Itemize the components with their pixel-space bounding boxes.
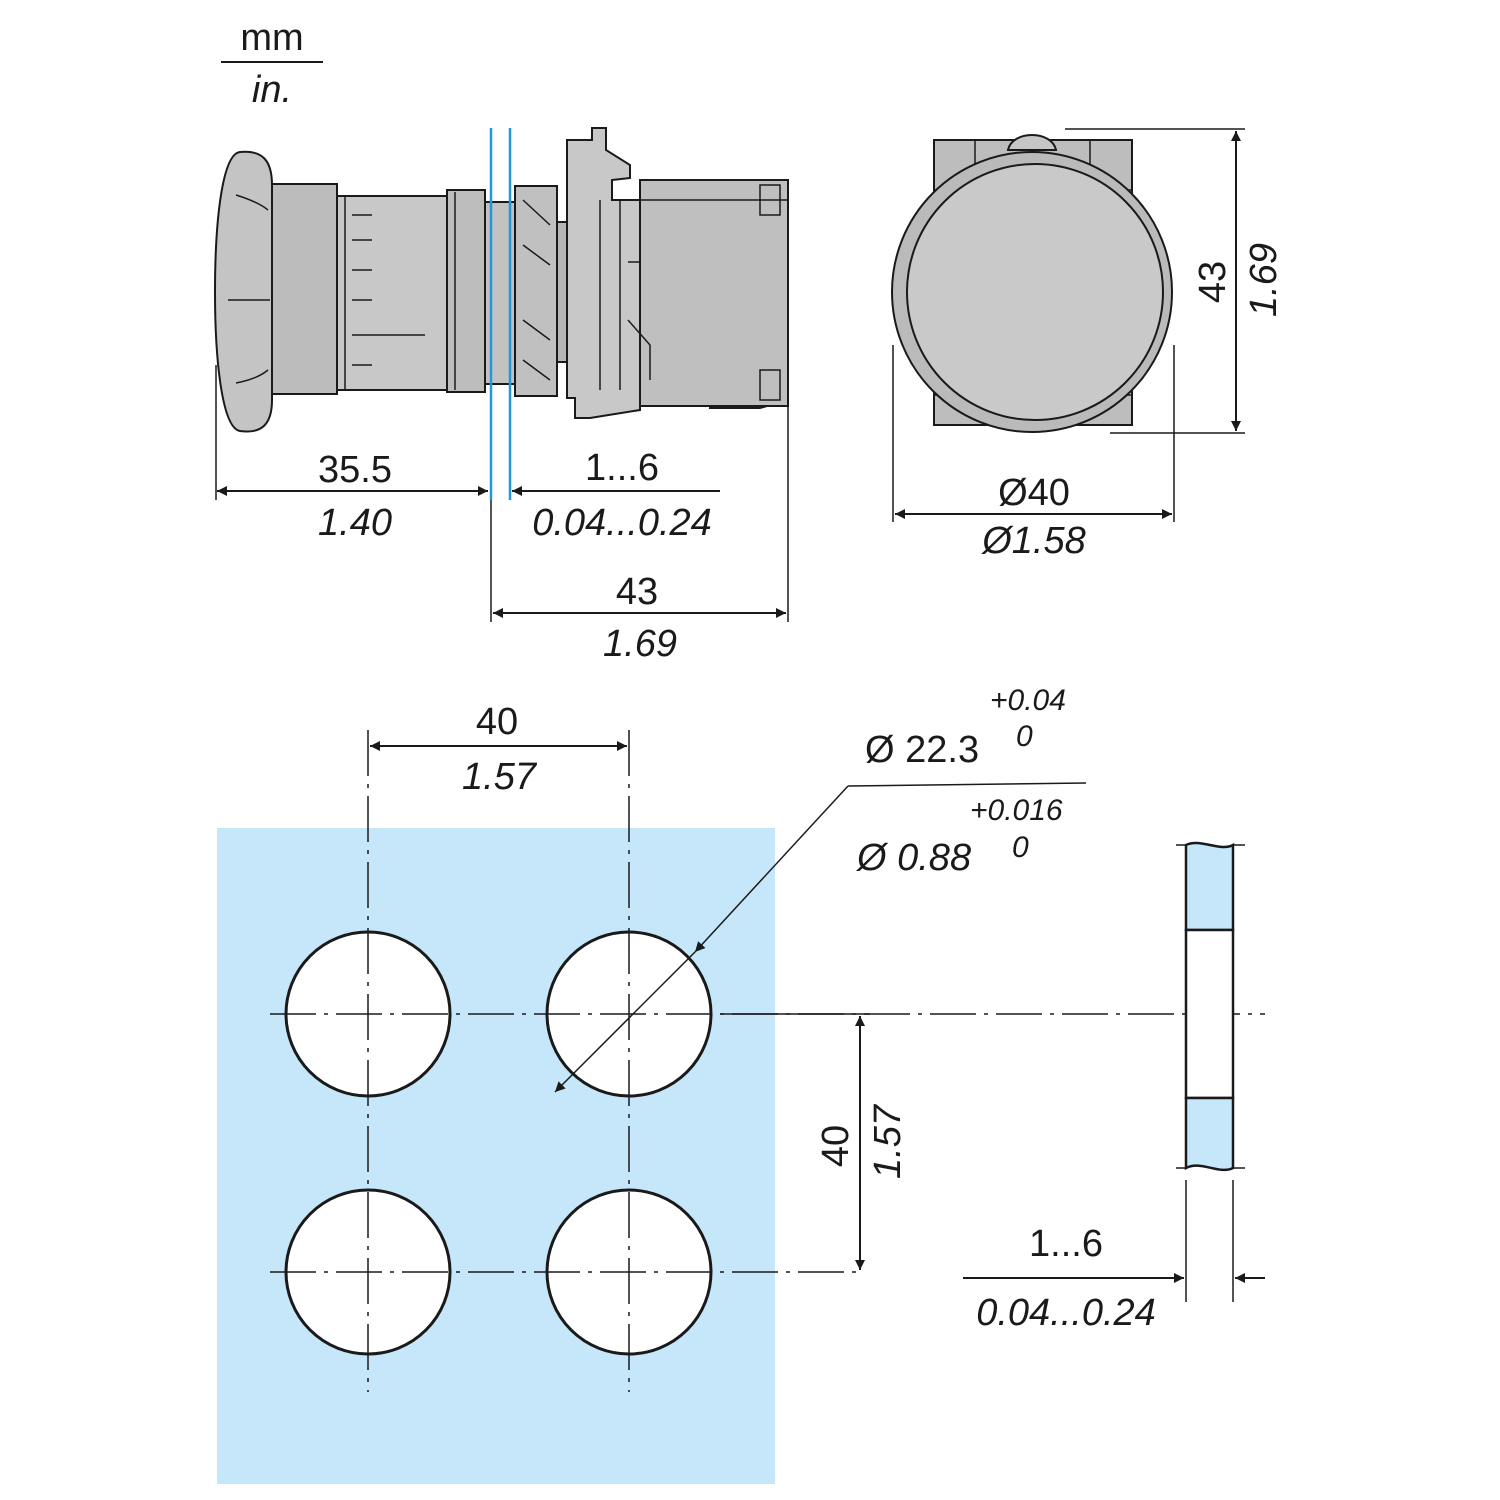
rear-depth-mm: 43 xyxy=(616,571,658,613)
vertical-spacing-mm: 40 xyxy=(815,1125,857,1167)
front-view xyxy=(891,134,1173,433)
panel-thickness-mm: 1...6 xyxy=(585,447,659,489)
cutout-dimensions: 40 1.57 40 1.57 Ø 22.3 +0.04 0 Ø 0.88 +0… xyxy=(370,684,1087,1270)
side-view-dimensions: 35.5 1.40 1...6 0.04...0.24 43 1.69 xyxy=(215,365,789,665)
section-thickness-mm: 1...6 xyxy=(1029,1223,1103,1265)
head-inner xyxy=(906,163,1164,421)
overall-depth-mm: 35.5 xyxy=(318,449,392,491)
hole-tol-mm-upper: +0.04 xyxy=(990,684,1066,717)
hole-diameter-mm: Ø 22.3 xyxy=(865,729,979,771)
hole-tol-mm-lower: 0 xyxy=(1016,720,1033,753)
panel-section-hole xyxy=(1184,928,1235,1100)
head-collar xyxy=(271,183,338,395)
panel-section-view: 1...6 0.04...0.24 xyxy=(963,841,1265,1334)
threaded-body xyxy=(336,195,448,391)
panel-section-top xyxy=(1184,841,1235,932)
unit-mm-label: mm xyxy=(240,17,303,59)
fixing-collar xyxy=(514,185,558,397)
vertical-spacing-in: 1.57 xyxy=(867,1103,909,1179)
rear-depth-in: 1.69 xyxy=(603,623,677,665)
front-height-mm: 43 xyxy=(1192,261,1234,303)
section-thickness-in: 0.04...0.24 xyxy=(976,1292,1156,1334)
horizontal-spacing-mm: 40 xyxy=(476,701,518,743)
cutout-view xyxy=(217,730,1265,1484)
front-diameter-in: Ø1.58 xyxy=(980,520,1086,562)
contact-block xyxy=(639,179,789,407)
horizontal-spacing-in: 1.57 xyxy=(462,756,538,798)
units-legend: mm in. xyxy=(221,17,323,111)
hole-diameter-leader xyxy=(694,785,849,953)
overall-depth-in: 1.40 xyxy=(318,502,392,544)
mushroom-head xyxy=(213,150,273,433)
unit-inch-label: in. xyxy=(252,69,292,111)
fixing-nut xyxy=(446,189,486,393)
side-view xyxy=(213,127,789,500)
front-diameter-mm: Ø40 xyxy=(998,472,1070,514)
front-view-dimensions: 43 1.69 Ø40 Ø1.58 xyxy=(892,128,1285,562)
panel-thickness-in: 0.04...0.24 xyxy=(532,502,712,544)
hole-tol-in-upper: +0.016 xyxy=(970,794,1063,827)
hole-tol-in-lower: 0 xyxy=(1012,831,1029,864)
panel-section-bottom xyxy=(1184,1096,1235,1172)
front-height-in: 1.69 xyxy=(1243,243,1285,317)
hole-diameter-in: Ø 0.88 xyxy=(855,837,971,879)
mounting-panel xyxy=(217,828,775,1484)
